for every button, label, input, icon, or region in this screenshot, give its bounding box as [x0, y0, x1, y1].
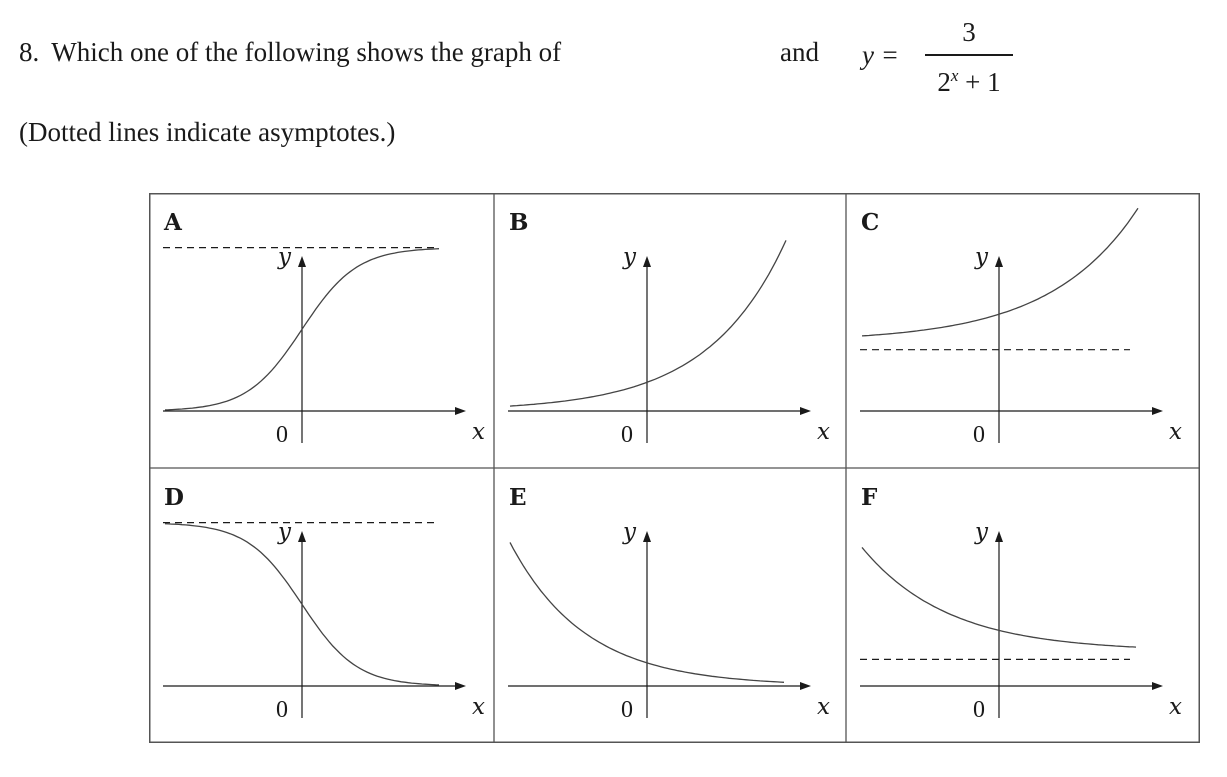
y-axis-label: y [277, 519, 292, 545]
y-axis-arrow [643, 256, 651, 267]
formula-numerator: 3 [962, 17, 976, 47]
x-axis-label: x [817, 419, 830, 445]
function-curve [164, 248, 440, 411]
panel-label: E [509, 484, 527, 511]
origin-label: 0 [621, 422, 633, 448]
y-axis-label: y [622, 244, 637, 270]
formula-fraction: 3 2x + 1 [925, 14, 1013, 100]
y-axis-arrow [995, 256, 1003, 267]
conjunction-and: and [780, 37, 819, 67]
x-axis-label: x [817, 694, 830, 720]
origin-label: 0 [621, 697, 633, 723]
x-axis-label: x [472, 419, 485, 445]
formula-denominator: 2x + 1 [937, 65, 1001, 97]
function-curve [509, 240, 787, 407]
y-axis-arrow [298, 256, 306, 267]
panel-label: B [509, 209, 528, 236]
x-axis-label: x [1169, 694, 1182, 720]
origin-label: 0 [973, 697, 985, 723]
question-line: 8. Which one of the following shows the g… [19, 32, 561, 72]
panel-label: F [861, 484, 878, 511]
y-axis-label: y [974, 244, 989, 270]
origin-label: 0 [276, 697, 288, 723]
function-curve [509, 542, 785, 683]
fraction-bar [925, 54, 1013, 56]
y-axis-arrow [995, 531, 1003, 542]
panel-label: A [163, 209, 183, 236]
y-axis-arrow [643, 531, 651, 542]
x-axis-arrow [800, 682, 811, 690]
panel-label: C [861, 209, 879, 236]
origin-label: 0 [276, 422, 288, 448]
x-axis-arrow [800, 407, 811, 415]
origin-label: 0 [973, 422, 985, 448]
question-number: 8. [19, 37, 40, 67]
function-curve [861, 207, 1139, 337]
panel-label: D [164, 484, 184, 511]
x-axis-arrow [1152, 407, 1163, 415]
y-axis-arrow [298, 531, 306, 542]
x-axis-arrow [455, 682, 466, 690]
x-axis-label: x [1169, 419, 1182, 445]
x-axis-arrow [455, 407, 466, 415]
x-axis-label: x [472, 694, 485, 720]
question-text: Which one of the following shows the gra… [51, 37, 562, 67]
y-axis-label: y [974, 519, 989, 545]
y-axis-label: y [622, 519, 637, 545]
y-axis-label: y [277, 244, 292, 270]
function-curve [164, 523, 440, 686]
function-curve [861, 546, 1137, 648]
formula-lhs: y = [862, 40, 899, 70]
asymptote-note: (Dotted lines indicate asymptotes.) [19, 117, 396, 147]
x-axis-arrow [1152, 682, 1163, 690]
